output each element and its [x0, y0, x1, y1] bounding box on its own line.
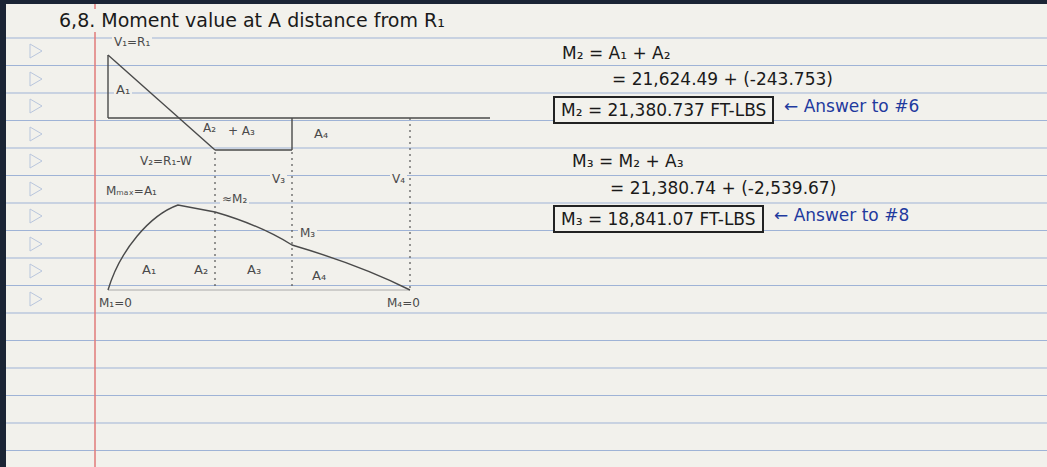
- shear-label: V₃: [270, 172, 287, 186]
- answer-text: M₃ = 18,841.07 FT-LBS: [561, 209, 756, 229]
- area-label: + A₃: [226, 124, 257, 138]
- margin-line: [94, 4, 96, 467]
- answer-note: ← Answer to #8: [772, 205, 911, 225]
- shear-diagram: [108, 55, 490, 150]
- moment-label: Mₘₐₓ=A₁: [104, 184, 159, 198]
- area-label: A₂: [192, 262, 210, 278]
- area-label: A₃: [245, 262, 263, 278]
- section-dotted-lines: [215, 118, 410, 290]
- equation: = 21,380.74 + (-2,539.67): [608, 178, 838, 198]
- answer-note: ← Answer to #6: [782, 96, 921, 116]
- equation: M₃ = M₂ + A₃: [570, 151, 686, 171]
- notebook-paper: [6, 4, 1047, 467]
- area-label: A₁: [140, 262, 158, 278]
- answer-text: M₂ = 21,380.737 FT-LBS: [561, 100, 766, 120]
- area-label: A₂: [201, 121, 218, 135]
- shear-label: V₂=R₁-W: [138, 154, 194, 168]
- margin-markers: [30, 44, 42, 306]
- moment-label: ≈M₂: [220, 192, 249, 206]
- area-label: A₄: [310, 268, 328, 284]
- moment-label: M₁=0: [97, 296, 134, 310]
- page-title: 6,8. Moment value at A distance from R₁: [57, 9, 447, 32]
- moment-diagram: [108, 205, 410, 290]
- area-label: A₁: [114, 82, 132, 98]
- moment-label: M₃: [298, 226, 317, 240]
- ruled-lines: [6, 38, 1047, 451]
- equation: = 21,624.49 + (-243.753): [610, 69, 835, 89]
- shear-label: V₄: [390, 172, 407, 186]
- moment-label: M₄=0: [385, 296, 422, 310]
- answer-box: M₃ = 18,841.07 FT-LBS: [553, 205, 764, 233]
- equation: M₂ = A₁ + A₂: [560, 43, 672, 63]
- area-label: A₄: [312, 126, 330, 142]
- answer-box: M₂ = 21,380.737 FT-LBS: [553, 96, 774, 124]
- shear-label: V₁=R₁: [112, 35, 152, 49]
